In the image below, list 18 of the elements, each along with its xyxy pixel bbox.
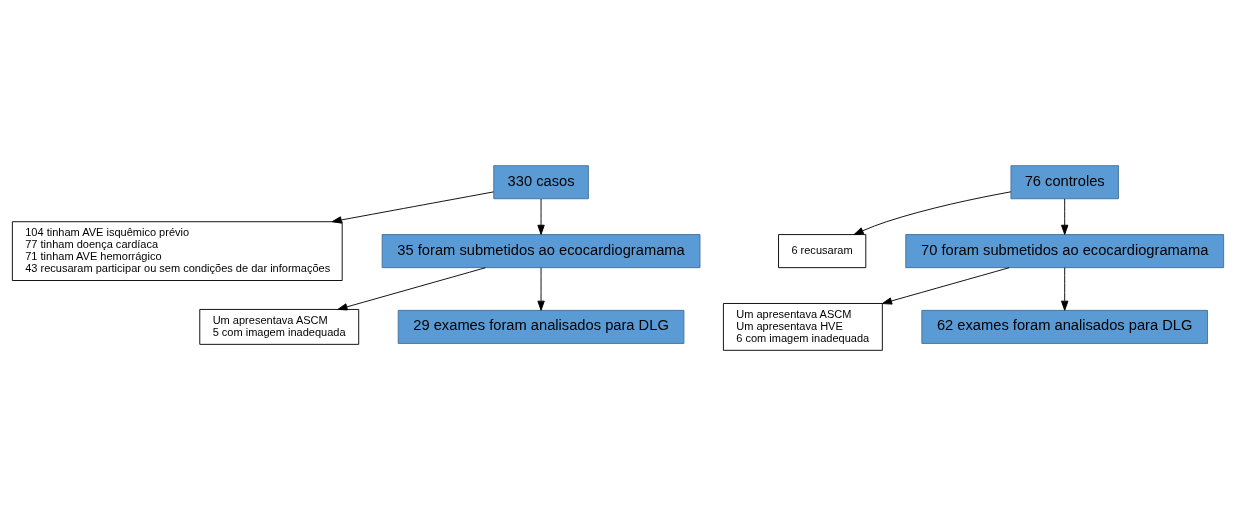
node-box: 35 foram submetidos ao ecocardiogramama xyxy=(381,234,701,269)
node-box: 76 controles xyxy=(1010,165,1119,200)
arrow xyxy=(537,198,545,235)
node-box: Um apresentava ASCM 5 com imagem inadequada xyxy=(199,309,360,345)
arrow xyxy=(1061,267,1069,311)
node-box: 104 tinham AVE isquêmico prévio 77 tinham doença cardíaca 71 tinham AVE hemorrágico 43 recusaram participar ou sem condições de dar informações xyxy=(11,221,343,281)
node-box: 330 casos xyxy=(493,165,589,200)
node-box: 62 exames foram analisados para DLG xyxy=(921,309,1208,344)
arrow xyxy=(881,267,1010,305)
arrow xyxy=(331,191,494,224)
arrow xyxy=(337,267,486,311)
arrow xyxy=(1061,198,1069,235)
node-box: 6 recusaram xyxy=(778,234,867,269)
node-box: 29 exames foram analisados para DLG xyxy=(397,309,685,344)
node-box: Um apresentava ASCM Um apresentava HVE 6 com imagem inadequada xyxy=(722,303,883,351)
node-box: 70 foram submetidos ao ecocardiogramama xyxy=(905,234,1225,269)
arrow xyxy=(853,191,1012,235)
arrow xyxy=(537,267,545,311)
